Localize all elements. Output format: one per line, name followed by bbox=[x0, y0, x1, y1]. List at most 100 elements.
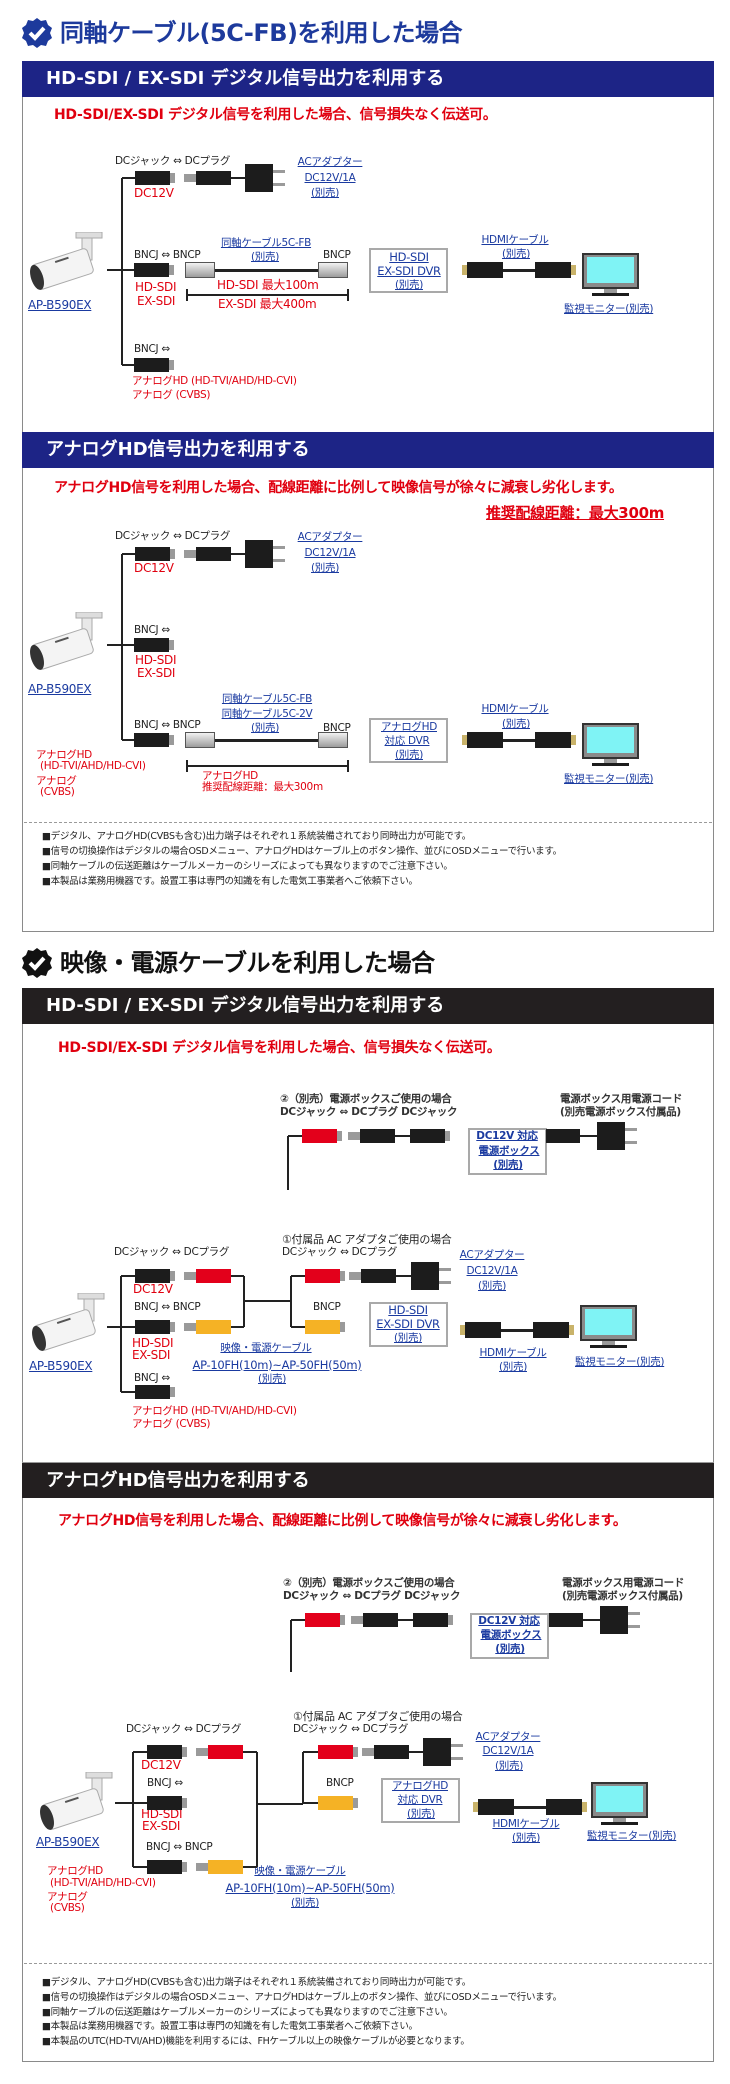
monitor-link[interactable]: 監視モニター(別売) bbox=[564, 303, 654, 315]
sold-separately-link[interactable]: (別売) bbox=[499, 1361, 527, 1373]
monitor-link[interactable]: 監視モニター(別売) bbox=[564, 773, 654, 785]
sold-separately-link[interactable]: (別売) bbox=[291, 1897, 319, 1909]
yellow-bnc-jack bbox=[305, 1320, 340, 1334]
red-dc-plug-tip bbox=[196, 1748, 208, 1756]
bnc-plug-connector bbox=[185, 262, 215, 278]
cable-models-link[interactable]: AP-10FH(10m)~AP-50FH(50m) bbox=[192, 1358, 362, 1372]
red-dc-plug bbox=[208, 1745, 243, 1759]
cable-line bbox=[243, 1751, 257, 1753]
dvr-link[interactable]: EX-SDI DVR bbox=[377, 264, 441, 278]
monitor-link[interactable]: 監視モニター(別売) bbox=[575, 1356, 665, 1368]
dvr-box bbox=[369, 248, 448, 293]
ac-spec-link[interactable]: DC12V/1A bbox=[304, 172, 356, 184]
cable-line bbox=[122, 644, 135, 646]
cable-line bbox=[122, 739, 135, 741]
sold-separately-link[interactable]: (別売) bbox=[251, 722, 279, 734]
sold-separately-link[interactable]: (別売) bbox=[394, 1332, 422, 1344]
power-cord-label: 電源ボックス用電源コード bbox=[562, 1577, 685, 1589]
bncj-label: BNCJ ⇔ bbox=[134, 1372, 170, 1384]
cable-models-link[interactable]: AP-10FH(10m)~AP-50FH(50m) bbox=[225, 1881, 395, 1895]
ac-adapter-link[interactable]: ACアダプター bbox=[297, 156, 363, 168]
dvr-link[interactable]: アナログHD bbox=[381, 721, 437, 733]
bncj-connector-tip bbox=[170, 1387, 175, 1397]
ac-spec-link[interactable]: DC12V/1A bbox=[482, 1745, 534, 1757]
dc-connection-label: DCジャック ⇔ DCプラグ bbox=[114, 1246, 230, 1258]
power-box-link[interactable]: DC12V 対応 bbox=[476, 1130, 538, 1142]
sold-separately-link[interactable]: (別売) bbox=[258, 1373, 286, 1385]
power-box-link[interactable]: 電源ボックス bbox=[480, 1629, 542, 1641]
ac-adapter-link[interactable]: ACアダプター bbox=[475, 1731, 541, 1743]
ac-adapter-link[interactable]: ACアダプター bbox=[297, 531, 363, 543]
note: ■信号の切換操作はデジタルの場合OSDメニュー、アナログHDはケーブル上のボタン… bbox=[42, 846, 562, 857]
dvr-link[interactable]: 対応 DVR bbox=[397, 1794, 443, 1806]
dvr-box bbox=[369, 718, 448, 763]
analog-label: アナログ bbox=[36, 775, 77, 787]
section-title: 映像・電源ケーブルを利用した場合 bbox=[60, 949, 435, 977]
bncp-label: BNCP bbox=[326, 1777, 354, 1789]
monitor-stand bbox=[602, 1341, 615, 1345]
ac-spec-link[interactable]: DC12V/1A bbox=[304, 547, 356, 559]
yellow-bnc-plug bbox=[208, 1860, 243, 1874]
sold-separately-link[interactable]: (別売) bbox=[502, 718, 530, 730]
analog-hd-label: アナログHD bbox=[36, 749, 92, 761]
sold-separately-link[interactable]: (別売) bbox=[512, 1832, 540, 1844]
bnc-connection-label: BNCJ ⇔ BNCP bbox=[134, 1301, 201, 1313]
sold-separately-link[interactable]: (別売) bbox=[407, 1808, 435, 1820]
dvr-link[interactable]: HD-SDI bbox=[389, 250, 429, 264]
dvr-link[interactable]: EX-SDI DVR bbox=[376, 1317, 440, 1331]
dc-jack-connector-tip bbox=[170, 549, 175, 559]
dvr-link[interactable]: 対応 DVR bbox=[384, 735, 430, 747]
camera-model-link[interactable]: AP-B590EX bbox=[28, 682, 92, 696]
dvr-link[interactable]: HD-SDI bbox=[388, 1303, 428, 1317]
hdmi-cable-link[interactable]: HDMIケーブル bbox=[492, 1818, 560, 1830]
dc-jack-connector bbox=[410, 1129, 445, 1143]
sold-separately-link[interactable]: (別売) bbox=[251, 251, 279, 263]
sold-separately-link[interactable]: (別売) bbox=[311, 187, 339, 199]
sold-separately-link[interactable]: (別売) bbox=[502, 248, 530, 260]
sold-separately-link[interactable]: (別売) bbox=[395, 279, 423, 291]
cable-line bbox=[409, 1751, 423, 1753]
sold-separately-link[interactable]: (別売) bbox=[495, 1760, 523, 1772]
hdmi-connector bbox=[533, 1322, 569, 1338]
bncj-connector bbox=[135, 1320, 170, 1334]
power-box-link[interactable]: 電源ボックス bbox=[478, 1145, 540, 1157]
ac-prong bbox=[628, 1612, 640, 1615]
camera-model-link[interactable]: AP-B590EX bbox=[36, 1835, 100, 1849]
ac-spec-link[interactable]: DC12V/1A bbox=[466, 1265, 518, 1277]
sold-separately-link[interactable]: (別売) bbox=[395, 749, 423, 761]
coax-cable-link[interactable]: 同軸ケーブル5C-FB bbox=[221, 693, 313, 705]
camera-model-link[interactable]: AP-B590EX bbox=[29, 1359, 93, 1373]
dc-jack-connector-tip bbox=[170, 173, 175, 183]
sold-separately-link[interactable]: (別売) bbox=[493, 1159, 523, 1171]
camera-model-link[interactable]: AP-B590EX bbox=[28, 298, 92, 312]
hdmi-cable-link[interactable]: HDMIケーブル bbox=[481, 703, 549, 715]
bnc-plug-connector bbox=[185, 732, 215, 748]
monitor-link[interactable]: 監視モニター(別売) bbox=[587, 1830, 677, 1842]
bnc-connection-label: BNCJ ⇔ BNCP bbox=[134, 249, 201, 261]
hdmi-cable-link[interactable]: HDMIケーブル bbox=[479, 1347, 547, 1359]
cable-line bbox=[121, 1275, 135, 1277]
video-power-cable-link[interactable]: 映像・電源ケーブル bbox=[220, 1342, 312, 1354]
hdmi-cable-link[interactable]: HDMIケーブル bbox=[481, 234, 549, 246]
power-cord-note: (別売電源ボックス付属品) bbox=[560, 1106, 681, 1118]
power-box-link[interactable]: DC12V 対応 bbox=[478, 1615, 540, 1627]
dc-jack-connector-tip bbox=[182, 1747, 187, 1757]
ac-prong bbox=[439, 1268, 451, 1271]
recommended-distance: 推奨配線距離：最大300m bbox=[486, 504, 665, 522]
ac-adapter-link[interactable]: ACアダプター bbox=[459, 1249, 525, 1261]
coax-cable-link[interactable]: 同軸ケーブル5C-FB bbox=[220, 237, 312, 249]
red-dc-jack-tip bbox=[353, 1747, 358, 1757]
bncj-connector bbox=[134, 733, 169, 747]
check-badge-icon bbox=[22, 18, 52, 48]
power-cord-connector bbox=[549, 1613, 583, 1627]
hd-sdi-label: HD-SDI bbox=[135, 280, 177, 294]
dvr-link[interactable]: アナログHD bbox=[392, 1780, 448, 1792]
camera-image bbox=[30, 1292, 110, 1355]
sold-separately-link[interactable]: (別売) bbox=[311, 562, 339, 574]
section-header: HD-SDI / EX-SDI デジタル信号出力を利用する bbox=[22, 988, 714, 1024]
dc-jack-connector-tip bbox=[448, 1615, 453, 1625]
sold-separately-link[interactable]: (別売) bbox=[495, 1643, 525, 1655]
video-power-cable-link[interactable]: 映像・電源ケーブル bbox=[254, 1865, 346, 1877]
sold-separately-link[interactable]: (別売) bbox=[478, 1280, 506, 1292]
coax-cable-link[interactable]: 同軸ケーブル5C-2V bbox=[221, 708, 313, 720]
